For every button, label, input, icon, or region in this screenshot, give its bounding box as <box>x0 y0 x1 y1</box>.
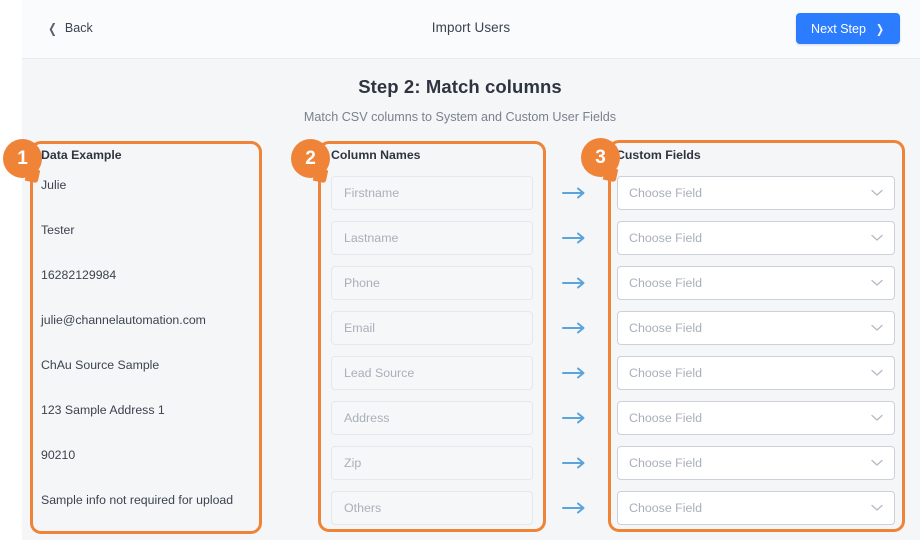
data-example-row: Julie <box>41 178 67 192</box>
step-subtitle: Match CSV columns to System and Custom U… <box>303 110 617 124</box>
back-button[interactable]: ❮ Back <box>43 19 97 37</box>
annotation-outline-1 <box>30 141 262 534</box>
data-example-row: Tester <box>41 223 75 237</box>
chevron-down-icon <box>871 231 883 245</box>
data-example-row: 16282129984 <box>41 268 117 282</box>
data-example-heading: Data Example <box>41 148 122 162</box>
custom-field-select-value: Choose Field <box>629 231 703 245</box>
chevron-right-icon: ❯ <box>875 21 884 36</box>
custom-field-select-value: Choose Field <box>629 456 703 470</box>
data-example-row: julie@channelautomation.com <box>41 313 206 327</box>
custom-field-select[interactable]: Choose Field <box>617 176 895 210</box>
annotation-outline-2 <box>318 141 546 532</box>
chevron-down-icon <box>871 456 883 470</box>
data-example-row: 123 Sample Address 1 <box>41 403 165 417</box>
custom-fields-heading: Custom Fields <box>616 148 701 162</box>
custom-field-select-value: Choose Field <box>629 186 703 200</box>
custom-field-select-value: Choose Field <box>629 501 703 515</box>
back-button-label: Back <box>64 21 93 35</box>
custom-field-select[interactable]: Choose Field <box>617 446 895 480</box>
chevron-down-icon <box>871 366 883 380</box>
column-name-input[interactable] <box>331 356 533 390</box>
top-bar: ❮ Back Import Users Next Step ❯ <box>22 0 920 59</box>
column-names-heading: Column Names <box>331 148 421 162</box>
custom-field-select[interactable]: Choose Field <box>617 221 895 255</box>
column-name-input[interactable] <box>331 176 533 210</box>
annotation-badge-2: 2 <box>291 139 330 178</box>
page-title: Import Users <box>431 20 511 35</box>
custom-field-select-value: Choose Field <box>629 321 703 335</box>
step-title: Step 2: Match columns <box>358 76 562 97</box>
data-example-row: 90210 <box>41 448 76 462</box>
custom-field-select[interactable]: Choose Field <box>617 401 895 435</box>
column-name-input[interactable] <box>331 491 533 525</box>
custom-field-select[interactable]: Choose Field <box>617 491 895 525</box>
chevron-down-icon <box>871 501 883 515</box>
custom-field-select[interactable]: Choose Field <box>617 356 895 390</box>
column-name-input[interactable] <box>331 266 533 300</box>
annotation-outline-3 <box>608 140 905 532</box>
custom-field-select-value: Choose Field <box>629 411 703 425</box>
column-name-input[interactable] <box>331 311 533 345</box>
column-name-input[interactable] <box>331 446 533 480</box>
column-name-input[interactable] <box>331 221 533 255</box>
annotation-badge-1: 1 <box>3 139 42 178</box>
chevron-down-icon <box>871 276 883 290</box>
chevron-left-icon: ❮ <box>48 20 57 36</box>
chevron-down-icon <box>871 321 883 335</box>
next-step-button[interactable]: Next Step ❯ <box>796 13 900 44</box>
custom-field-select[interactable]: Choose Field <box>617 311 895 345</box>
chevron-down-icon <box>871 411 883 425</box>
data-example-row: ChAu Source Sample <box>41 358 160 372</box>
data-example-row: Sample info not required for upload <box>41 493 234 507</box>
chevron-down-icon <box>871 186 883 200</box>
next-step-label: Next Step <box>811 21 866 36</box>
custom-field-select-value: Choose Field <box>629 366 703 380</box>
custom-field-select[interactable]: Choose Field <box>617 266 895 300</box>
custom-field-select-value: Choose Field <box>629 276 703 290</box>
column-name-input[interactable] <box>331 401 533 435</box>
annotation-badge-3: 3 <box>581 138 620 177</box>
